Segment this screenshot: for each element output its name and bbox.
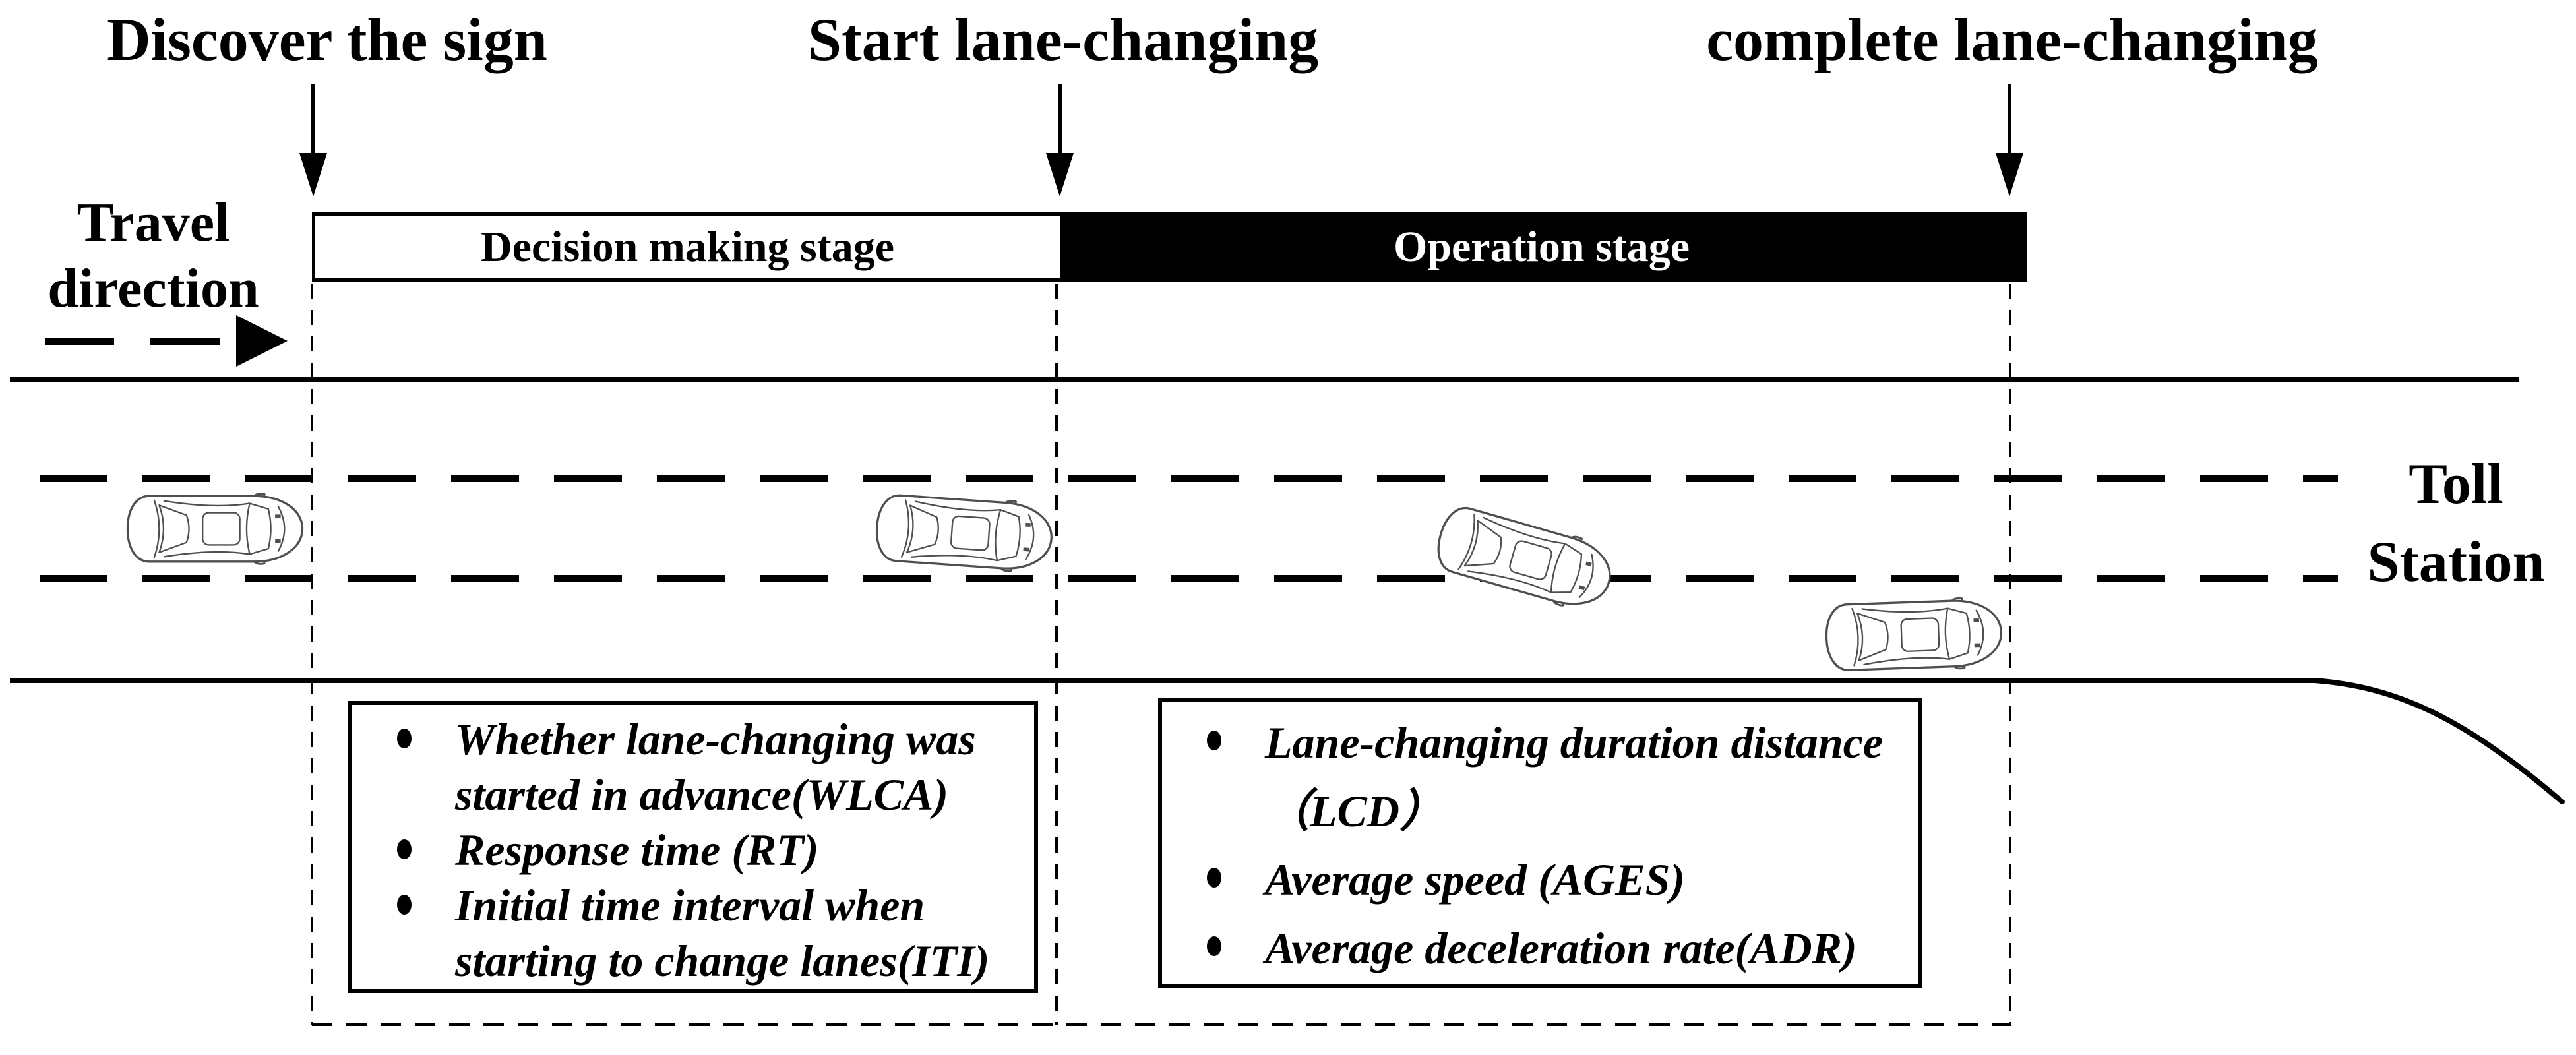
- metric-line: Response time (RT): [455, 825, 819, 875]
- lane-divider-dashed-lower: [40, 575, 2338, 582]
- metric-line: （LCD）: [1265, 786, 1445, 836]
- travel-direction-line1: Travel: [77, 192, 230, 253]
- metric-item: Lane-changing duration distance （LCD）: [1169, 708, 1911, 845]
- metric-line: Whether lane-changing was: [455, 714, 976, 764]
- lane-divider-dashed-upper: [40, 475, 2338, 482]
- operation-metrics-box: Lane-changing duration distance （LCD） Av…: [1158, 698, 1922, 988]
- event-label-complete-lane-changing: complete lane-changing: [1706, 6, 2318, 73]
- bullet-icon: [1207, 936, 1221, 956]
- toll-station-line1: Toll: [2408, 452, 2503, 516]
- toll-station-label: Toll Station: [2343, 446, 2569, 601]
- toll-station-line2: Station: [2367, 530, 2545, 594]
- road-bottom-edge-curve: [2312, 678, 2565, 804]
- complete-guide-dashed-line: [2009, 284, 2011, 1025]
- metric-line: Lane-changing duration distance: [1265, 717, 1884, 768]
- road-bottom-edge-line: [10, 678, 2318, 683]
- car-top-view-icon: [1820, 593, 2008, 677]
- metric-item: Average deceleration rate(ADR): [1169, 914, 1911, 982]
- metric-item: Whether lane-changing was started in adv…: [359, 711, 1027, 822]
- metric-item: Average speed (AGES): [1169, 845, 1911, 914]
- decision-stage-segment: Decision making stage: [315, 216, 1060, 278]
- bullet-icon: [397, 839, 412, 859]
- bottom-guide-dashed-line: [312, 1023, 2011, 1026]
- metric-line: started in advance(WLCA): [455, 769, 948, 820]
- travel-direction-label: Travel direction: [26, 190, 280, 322]
- car-top-view-icon: [1425, 495, 1625, 621]
- event-label-discover-sign: Discover the sign: [107, 6, 547, 73]
- car-top-view-icon: [122, 490, 308, 568]
- bullet-icon: [1207, 731, 1221, 750]
- discover-guide-dashed-line: [311, 284, 313, 1025]
- bullet-icon: [397, 729, 412, 748]
- event-label-start-lane-changing: Start lane-changing: [807, 6, 1319, 73]
- metric-line: starting to change lanes(ITI): [455, 936, 990, 986]
- metric-item: Initial time interval when starting to c…: [359, 878, 1027, 988]
- bullet-icon: [1207, 868, 1221, 888]
- road-top-edge-line: [10, 377, 2519, 382]
- car-top-view-icon: [869, 487, 1060, 578]
- start-guide-dashed-line: [1055, 284, 1058, 1025]
- operation-stage-segment: Operation stage: [1060, 216, 2023, 278]
- metric-item: Response time (RT): [359, 822, 1027, 878]
- stage-timeline-bar: Decision making stage Operation stage: [312, 212, 2027, 282]
- travel-direction-line2: direction: [47, 258, 259, 319]
- metric-line: Average speed (AGES): [1265, 855, 1686, 905]
- bullet-icon: [397, 895, 412, 915]
- decision-metrics-box: Whether lane-changing was started in adv…: [348, 701, 1038, 993]
- metric-line: Initial time interval when: [455, 880, 925, 930]
- metric-line: Average deceleration rate(ADR): [1265, 923, 1857, 973]
